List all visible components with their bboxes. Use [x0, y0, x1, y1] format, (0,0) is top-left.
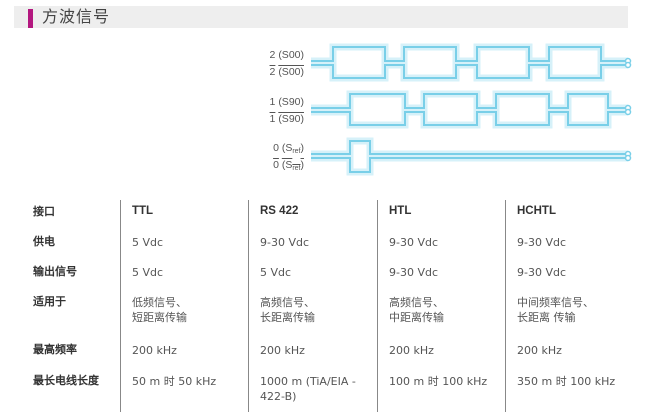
cell-freq-htl: 200 kHz — [389, 344, 434, 357]
cell-cable-htl: 100 m 时 100 kHz — [389, 375, 488, 388]
cell-suitable-htl: 高频信号、中距离传输 — [389, 296, 444, 324]
page-title: 方波信号 — [42, 7, 111, 26]
cell-supply-hchtl: 9-30 Vdc — [517, 236, 567, 249]
row-label-output: 输出信号 — [33, 265, 77, 278]
cell-freq-hchtl: 200 kHz — [517, 344, 562, 357]
row-label-supply: 供电 — [33, 235, 55, 248]
signal-label-0-inverted: 0 (Sref) — [273, 159, 304, 172]
cell-output-ttl: 5 Vdc — [132, 266, 164, 279]
cell-cable-hchtl: 350 m 时 100 kHz — [517, 375, 616, 388]
wave-s90-inverted — [311, 111, 628, 126]
cell-suitable-ttl: 低频信号、短距离传输 — [132, 296, 187, 324]
column-divider — [377, 200, 378, 412]
wave-s00-inverted — [311, 64, 628, 79]
cell-suitable-rs422: 高频信号、长距离传输 — [260, 296, 315, 324]
signal-label-1: 1 (S90) — [269, 96, 304, 108]
cell-output-htl: 9-30 Vdc — [389, 266, 439, 279]
cell-supply-ttl: 5 Vdc — [132, 236, 164, 249]
column-divider — [120, 200, 121, 412]
cell-suitable-hchtl: 中间频率信号、长距离 传输 — [517, 296, 594, 324]
square-wave-diagram — [311, 43, 632, 176]
accent-bar — [28, 9, 33, 28]
column-divider — [248, 200, 249, 412]
row-label-max-frequency: 最高频率 — [33, 343, 77, 356]
row-label-suitable: 适用于 — [33, 295, 66, 308]
header-rs422: RS 422 — [260, 205, 299, 217]
wave-sref — [311, 140, 628, 155]
wave-s00 — [311, 46, 628, 62]
cell-supply-rs422: 9-30 Vdc — [260, 236, 310, 249]
wave-s90 — [311, 93, 628, 109]
cell-output-rs422: 5 Vdc — [260, 266, 292, 279]
waveform-lines — [311, 46, 628, 173]
signal-label-1-inverted: 1 (S90) — [269, 113, 304, 125]
cell-output-hchtl: 9-30 Vdc — [517, 266, 567, 279]
signal-label-2: 2 (S00) — [269, 49, 304, 61]
header-htl: HTL — [389, 205, 412, 217]
cell-freq-ttl: 200 kHz — [132, 344, 177, 357]
cell-cable-ttl: 50 m 时 50 kHz — [132, 375, 217, 388]
signal-label-0: 0 (Sref) — [273, 142, 304, 155]
signal-label-2-inverted: 2 (S00) — [269, 66, 304, 78]
wave-sref-inverted — [311, 157, 628, 173]
section-header: 方波信号 — [14, 6, 628, 28]
header-hchtl: HCHTL — [517, 205, 556, 217]
header-interface: 接口 — [33, 205, 55, 218]
terminal-circles — [624, 57, 632, 162]
cell-supply-htl: 9-30 Vdc — [389, 236, 439, 249]
column-divider — [505, 200, 506, 412]
cell-freq-rs422: 200 kHz — [260, 344, 305, 357]
cell-cable-rs422: 1000 m (TiA/EIA -422-B) — [260, 375, 356, 403]
row-label-max-cable-length: 最长电线长度 — [33, 374, 99, 387]
header-ttl: TTL — [132, 205, 154, 217]
